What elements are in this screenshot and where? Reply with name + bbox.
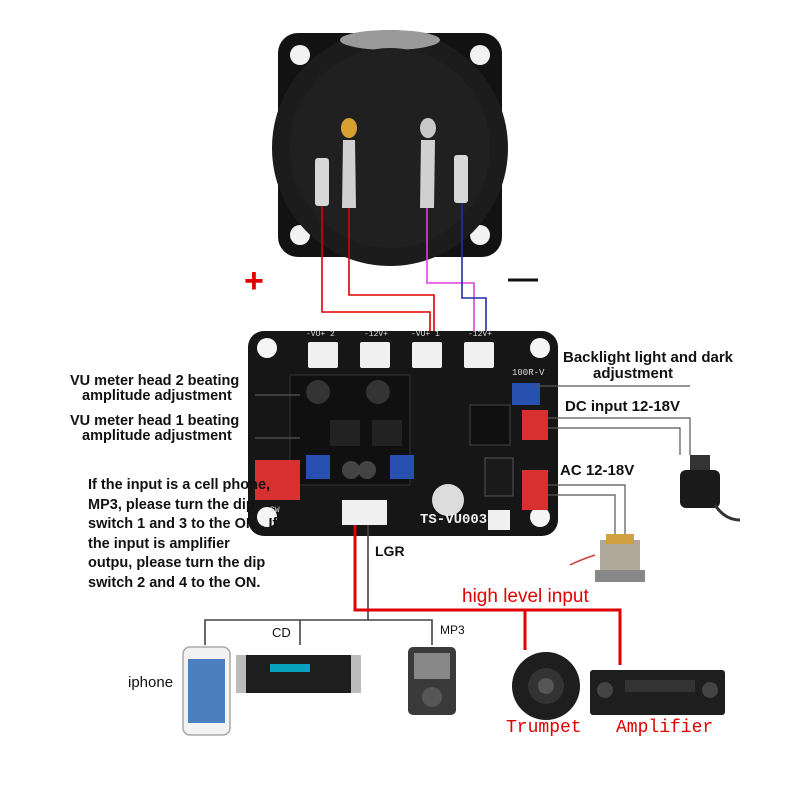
dc-input-label: DC input 12-18V: [565, 398, 681, 415]
vu1-adjust-label: VU meter head 1 beating amplitude adjust…: [70, 414, 239, 444]
terminal-center-right: [420, 140, 435, 208]
mp3-player-device: [408, 647, 456, 715]
signal-wires: [204, 525, 622, 665]
ac-input-label: AC 12-18V: [560, 462, 635, 479]
backlight-pot: [512, 383, 540, 405]
plus-label: +: [244, 262, 264, 300]
dip-switch: [255, 460, 300, 500]
trumpet-label: Trumpet: [506, 718, 582, 738]
iphone-label: iphone: [128, 674, 174, 691]
dc-connector: [522, 410, 548, 440]
speaker-device: [512, 652, 580, 720]
cd-label: CD: [272, 625, 291, 640]
trimmer-vu2: [306, 455, 330, 479]
vu2-adjust-label: VU meter head 2 beating amplitude adjust…: [70, 374, 239, 404]
terminal-center-left: [342, 140, 356, 208]
vu2-adjust-line2: amplitude adjustment: [82, 388, 232, 404]
amplifier-label: Amplifier: [616, 718, 714, 738]
vu-meter-head: [272, 30, 508, 266]
dc-adapter: [680, 455, 741, 522]
lgr-label: LGR: [375, 543, 405, 559]
amplifier-device: [590, 670, 725, 715]
board-model: TS-VU003: [420, 512, 488, 528]
leader-lines: [255, 385, 691, 540]
pot-label: 100R-V: [512, 368, 545, 378]
vu2-adjust-line1: VU meter head 2 beating: [70, 373, 240, 389]
pcb-board: [248, 331, 558, 536]
ac-connector: [522, 470, 548, 510]
high-level-input-label: high level input: [462, 586, 589, 607]
cd-player-device: [236, 655, 361, 693]
terminal-left: [315, 158, 329, 206]
connector-label-12v-b: -12V+: [468, 330, 493, 339]
connector-vu2: [308, 342, 338, 368]
backlight-label: Backlight light and dark adjustment: [563, 350, 733, 382]
connector-12v-a: [360, 342, 390, 368]
trimmer-vu1: [390, 455, 414, 479]
transformer: [569, 534, 645, 582]
capacitor: [432, 484, 464, 516]
connector-vu1: [412, 342, 442, 368]
terminal-right: [454, 155, 468, 203]
vu1-adjust-line1: VU meter head 1 beating: [70, 413, 240, 429]
meter-wires: [321, 203, 487, 343]
switch-label: SW: [270, 506, 280, 515]
connector-label-vu1: -VU+ 1: [411, 330, 440, 339]
backlight-label-line2: adjustment: [593, 365, 674, 382]
connector-label-vu2: -VU+ 2: [306, 330, 335, 339]
minus-label: —: [508, 262, 538, 295]
backlight-label-line1: Backlight light and dark: [563, 349, 734, 366]
mp3-label: MP3: [440, 623, 465, 637]
iphone-device: [182, 646, 231, 736]
dip-switch-note: If the input is a cell phone, MP3, pleas…: [88, 477, 278, 591]
connector-label-12v-a: -12V+: [364, 330, 389, 339]
connector-12v-b: [464, 342, 494, 368]
vu1-adjust-line2: amplitude adjustment: [82, 428, 232, 444]
input-connector-lgr: [342, 500, 387, 525]
